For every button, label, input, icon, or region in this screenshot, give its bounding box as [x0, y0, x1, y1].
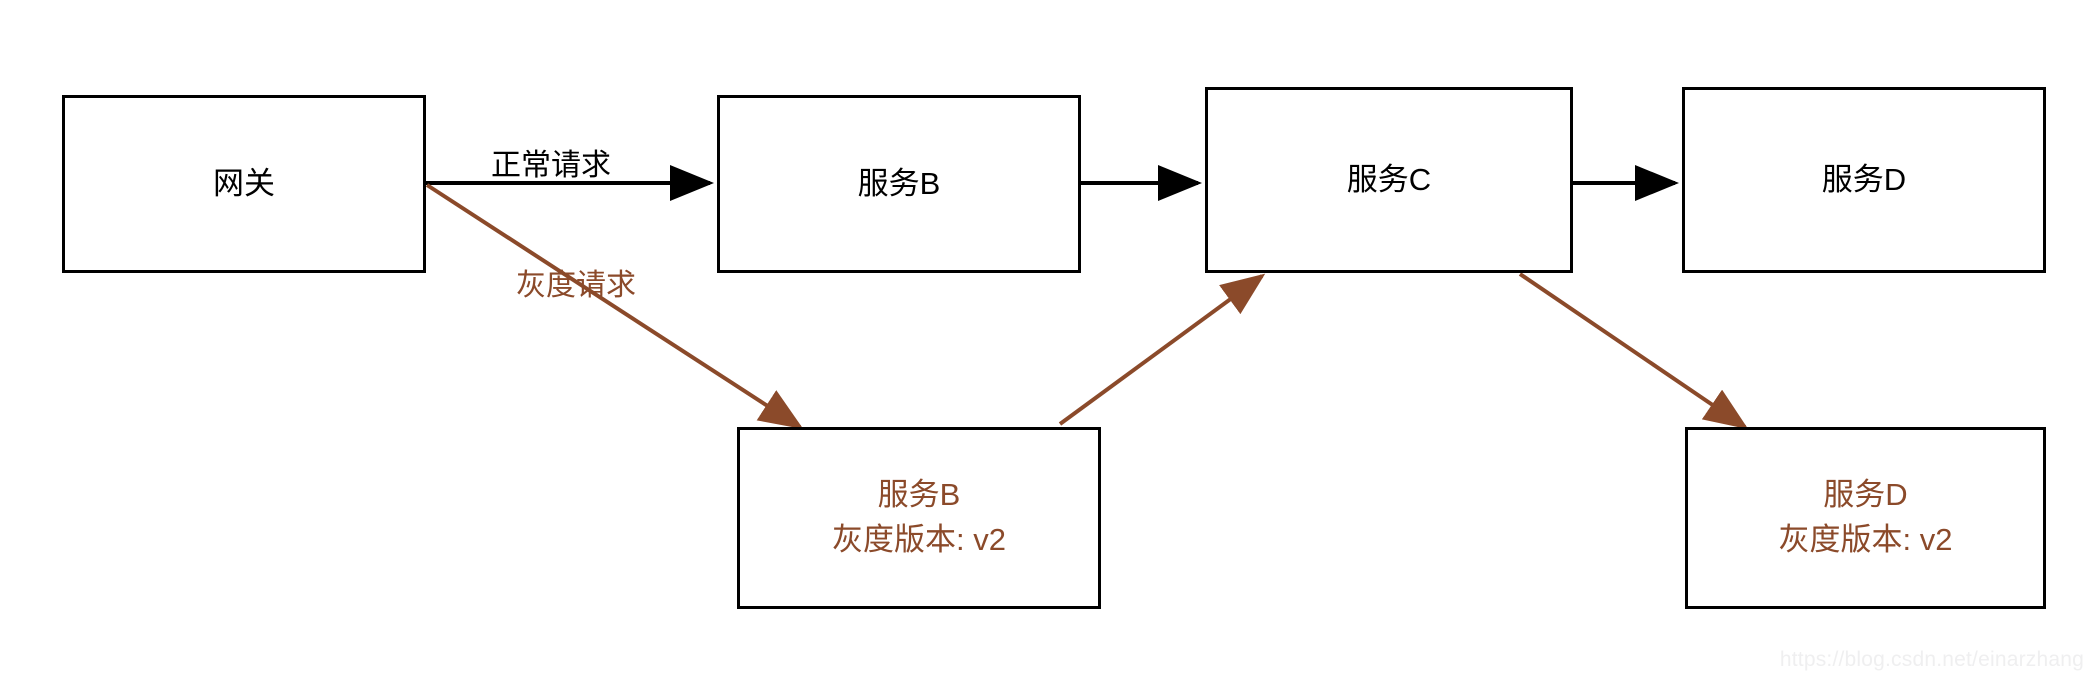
- node-service-d-gray-label: 服务D: [1823, 477, 1908, 513]
- node-service-d-label: 服务D: [1821, 161, 1907, 197]
- edge-gateway-to-service-b-gray: [425, 183, 804, 430]
- node-gateway[interactable]: 网关: [62, 95, 426, 273]
- node-service-b-gray-label: 服务B: [877, 477, 961, 513]
- edge-service-b-gray-to-service-c: [1058, 273, 1266, 426]
- edge-label-normal-request: 正常请求: [491, 149, 611, 182]
- node-service-b-label: 服务B: [857, 165, 941, 201]
- node-service-c[interactable]: 服务C: [1205, 87, 1573, 273]
- node-service-c-label: 服务C: [1346, 161, 1432, 197]
- node-service-b[interactable]: 服务B: [717, 95, 1081, 273]
- node-service-b-gray[interactable]: 服务B 灰度版本: v2: [737, 427, 1101, 609]
- node-service-d-gray[interactable]: 服务D 灰度版本: v2: [1685, 427, 2046, 609]
- node-gateway-label: 网关: [213, 165, 275, 201]
- watermark-text: https://blog.csdn.net/einarzhang: [1779, 648, 2084, 671]
- node-service-b-gray-version: 灰度版本: v2: [832, 522, 1006, 557]
- node-service-d[interactable]: 服务D: [1682, 87, 2046, 273]
- edge-service-c-to-service-d-gray: [1518, 272, 1749, 430]
- edge-label-gray-request: 灰度请求: [516, 269, 636, 302]
- node-service-d-gray-version: 灰度版本: v2: [1778, 522, 1953, 557]
